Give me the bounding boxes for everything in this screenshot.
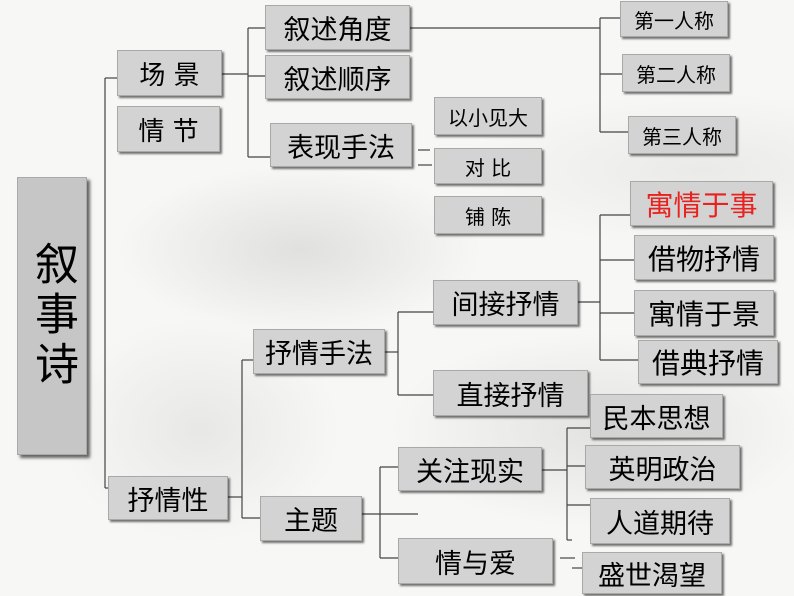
node-shengshi-kewang: 盛世渴望 — [582, 552, 722, 594]
node-puchen: 铺 陈 — [434, 196, 542, 234]
node-xushu-jiaodu: 叙述角度 — [265, 5, 410, 50]
node-zhuti: 主题 — [260, 496, 362, 541]
title-box: 叙事诗 — [17, 177, 87, 455]
node-xushu-shunxu: 叙述顺序 — [265, 55, 410, 99]
node-second-person: 第二人称 — [622, 54, 730, 92]
node-yuqing-yushi: 寓情于事 — [630, 181, 773, 226]
node-biaoxian-shoufa: 表现手法 — [270, 123, 412, 167]
node-minben-sixiang: 民本思想 — [590, 394, 723, 438]
node-guanzhu-xianshi: 关注现实 — [398, 447, 542, 491]
node-jiedian-shuqing: 借典抒情 — [638, 340, 778, 384]
node-yuqing-yujing: 寓情于景 — [634, 290, 774, 336]
node-changjing: 场 景 — [117, 50, 222, 96]
node-shuqingxing: 抒情性 — [108, 476, 228, 520]
node-first-person: 第一人称 — [620, 1, 728, 37]
node-rendao-qidai: 人道期待 — [590, 498, 730, 544]
node-jianjie-shuqing: 间接抒情 — [433, 280, 578, 325]
node-qingjie: 情 节 — [117, 106, 220, 152]
node-yingming-zhengzhi: 英明政治 — [585, 445, 740, 489]
node-zhijie-shuqing: 直接抒情 — [433, 370, 588, 416]
node-third-person: 第三人称 — [628, 116, 736, 154]
node-yixiao-jianda: 以小见大 — [434, 97, 542, 135]
node-jiewu-shuqing: 借物抒情 — [634, 235, 774, 280]
title-text: 叙事诗 — [20, 241, 84, 391]
node-shuqing-shoufa: 抒情手法 — [253, 329, 385, 374]
node-qingyu-ai: 情与爱 — [398, 538, 553, 584]
node-duibi: 对 比 — [434, 148, 542, 184]
